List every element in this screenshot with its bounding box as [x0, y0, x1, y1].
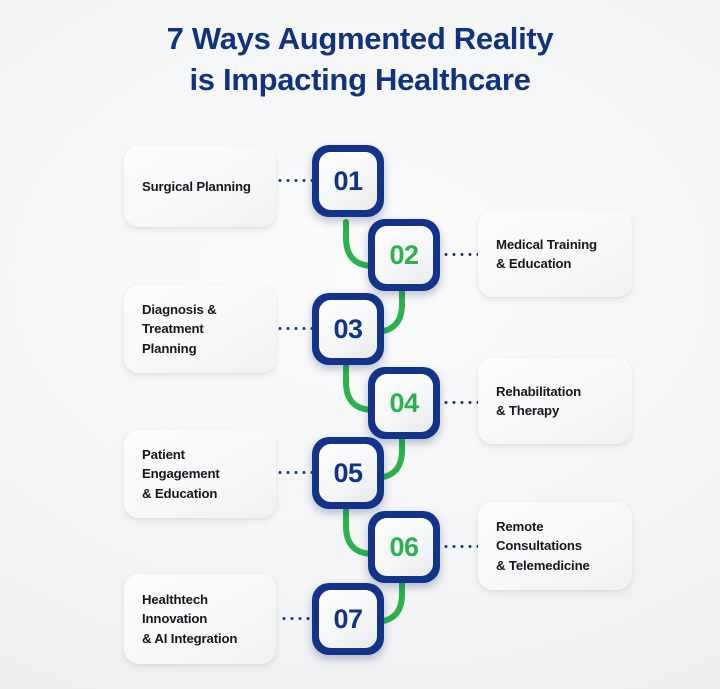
step-card-1[interactable]: Surgical Planning — [124, 146, 276, 227]
step-badge-4[interactable]: 04 — [368, 367, 440, 439]
step-badge-inner-3: 03 — [319, 300, 377, 358]
step-number-2: 02 — [389, 239, 419, 270]
dotted-connector-04 — [442, 401, 478, 404]
step-badge-inner-1: 01 — [319, 152, 377, 210]
step-number-3: 03 — [333, 313, 363, 344]
step-card-label-7: Healthtech Innovation & AI Integration — [142, 591, 238, 646]
step-badge-2[interactable]: 02 — [368, 219, 440, 291]
step-number-1: 01 — [333, 165, 363, 196]
dotted-connector-01 — [276, 179, 312, 182]
step-badge-6[interactable]: 06 — [368, 511, 440, 583]
step-badge-1[interactable]: 01 — [312, 145, 384, 217]
step-badge-inner-6: 06 — [375, 518, 433, 576]
step-number-7: 07 — [333, 603, 363, 634]
dotted-connector-06 — [442, 545, 478, 548]
step-badge-5[interactable]: 05 — [312, 437, 384, 509]
step-card-2[interactable]: Medical Training & Education — [478, 211, 632, 297]
step-number-5: 05 — [333, 457, 363, 488]
step-card-6[interactable]: Remote Consultations & Telemedicine — [478, 502, 632, 590]
step-badge-7[interactable]: 07 — [312, 583, 384, 655]
step-card-label-3: Diagnosis & Treatment Planning — [142, 301, 217, 356]
step-card-label-4: Rehabilitation & Therapy — [496, 383, 582, 419]
step-badge-inner-7: 07 — [319, 590, 377, 648]
step-number-6: 06 — [389, 531, 419, 562]
step-badge-inner-2: 02 — [375, 226, 433, 284]
step-badge-inner-5: 05 — [319, 444, 377, 502]
step-badge-inner-4: 04 — [375, 374, 433, 432]
step-number-4: 04 — [389, 387, 419, 418]
page-title-line-2: is Impacting Healthcare — [189, 62, 531, 97]
step-card-7[interactable]: Healthtech Innovation & AI Integration — [124, 574, 276, 664]
step-card-3[interactable]: Diagnosis & Treatment Planning — [124, 285, 276, 373]
step-card-label-5: Patient Engagement & Education — [142, 446, 220, 501]
page-title: 7 Ways Augmented Reality is Impacting He… — [0, 18, 720, 100]
step-badge-3[interactable]: 03 — [312, 293, 384, 365]
step-card-label-6: Remote Consultations & Telemedicine — [496, 518, 590, 573]
dotted-connector-07 — [280, 617, 312, 620]
step-card-4[interactable]: Rehabilitation & Therapy — [478, 358, 632, 444]
dotted-connector-02 — [442, 253, 478, 256]
dotted-connector-05 — [276, 471, 312, 474]
dotted-connector-03 — [276, 327, 312, 330]
step-card-label-2: Medical Training & Education — [496, 236, 597, 272]
page-title-line-1: 7 Ways Augmented Reality — [166, 21, 554, 56]
step-card-5[interactable]: Patient Engagement & Education — [124, 430, 276, 518]
step-card-label-1: Surgical Planning — [142, 178, 251, 194]
